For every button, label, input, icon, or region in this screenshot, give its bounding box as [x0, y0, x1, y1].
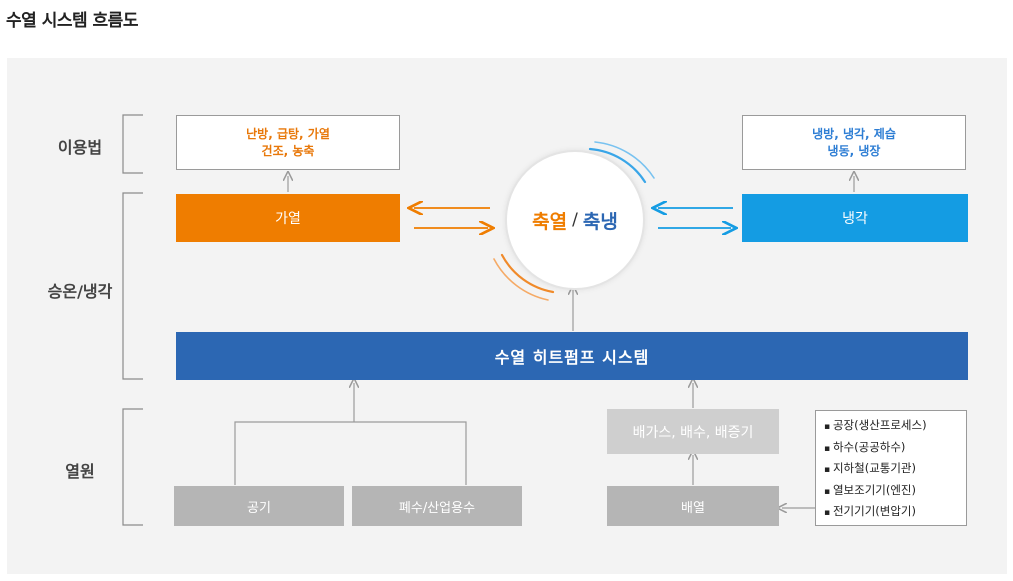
heating-usage-line1: 난방, 급탕, 가열: [246, 126, 330, 141]
list-item: 전기기기(변압기): [824, 502, 958, 524]
list-item: 공장(생산프로세스): [824, 416, 958, 438]
cooling-usage-line1: 냉방, 냉각, 제습: [812, 126, 896, 141]
cooling-box: 냉각: [742, 194, 968, 242]
heating-usage-box: 난방, 급탕, 가열 건조, 농축: [176, 115, 400, 170]
source-waste-heat-box: 배열: [607, 486, 779, 526]
storage-slash: /: [572, 210, 578, 230]
source-exhaust-box: 배가스, 배수, 배증기: [607, 409, 779, 454]
storage-heat-label: 축열: [532, 210, 568, 233]
heating-box: 가열: [176, 194, 400, 242]
storage-circle: 축열 / 축냉: [505, 150, 645, 290]
category-heat-source: 열원: [65, 462, 95, 481]
storage-cold-label: 축냉: [582, 210, 618, 233]
heating-usage-line2: 건조, 농축: [261, 143, 315, 158]
source-air-box: 공기: [174, 486, 344, 526]
page-title: 수열 시스템 흐름도: [6, 11, 138, 31]
category-heating-cooling: 승온/냉각: [47, 282, 113, 301]
list-item: 하수(공공하수): [824, 438, 958, 460]
category-usage: 이용법: [57, 138, 103, 157]
list-item: 지하철(교통기관): [824, 459, 958, 481]
list-item: 열보조기기(엔진): [824, 481, 958, 503]
cooling-usage-line2: 냉동, 냉장: [827, 143, 881, 158]
waste-heat-list: 공장(생산프로세스) 하수(공공하수) 지하철(교통기관) 열보조기기(엔진) …: [815, 410, 967, 526]
source-wastewater-box: 폐수/산업용수: [352, 486, 522, 526]
heat-pump-bar: 수열 히트펌프 시스템: [176, 332, 968, 380]
category-brackets: [122, 114, 143, 526]
cooling-usage-box: 냉방, 냉각, 제습 냉동, 냉장: [742, 115, 966, 170]
